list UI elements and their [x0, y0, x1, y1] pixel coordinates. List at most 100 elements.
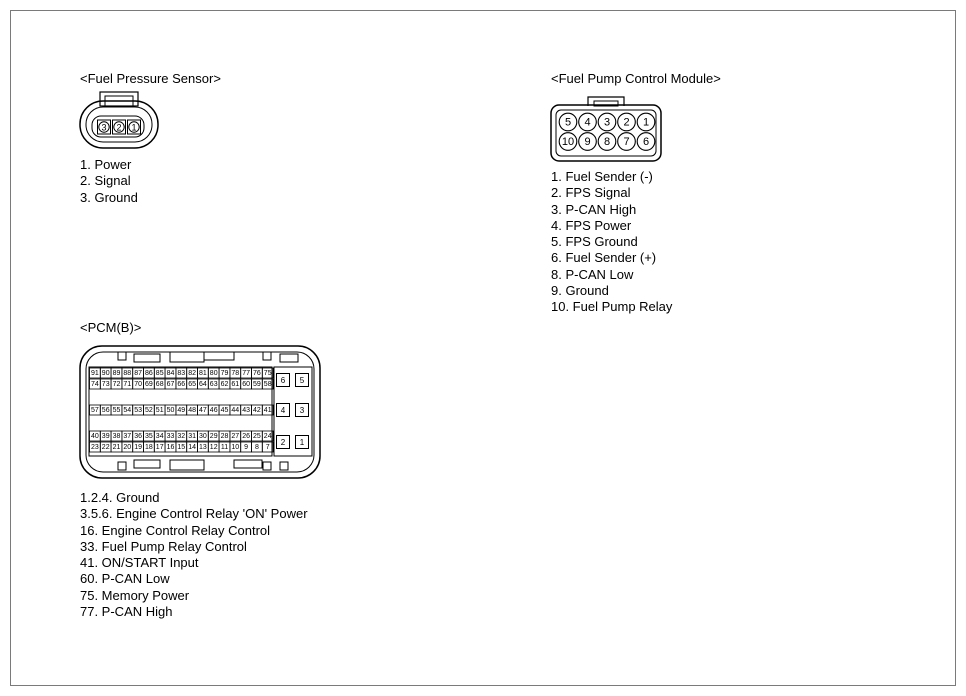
pin-number: 90 — [102, 370, 110, 377]
legend-item: 41. ON/START Input — [80, 555, 199, 571]
pin-number: 44 — [231, 407, 239, 414]
pin-number: 82 — [188, 370, 196, 377]
pin-number: 5 — [565, 117, 571, 129]
pcm-pin: 64 — [197, 378, 209, 390]
pin-number: 81 — [199, 370, 207, 377]
pcm-pin: 72 — [110, 378, 123, 390]
pin-number: 59 — [253, 381, 261, 388]
pin-number: 40 — [91, 433, 99, 440]
pin-number: 37 — [123, 433, 131, 440]
pin-number: 66 — [177, 381, 185, 388]
pcm-pin: 55 — [110, 404, 123, 416]
pcm-pin: 86 — [143, 367, 155, 379]
pcm-pin: 77 — [240, 367, 252, 379]
pin-number: 28 — [221, 433, 229, 440]
pcm-pin: 75 — [261, 367, 274, 379]
pin-number: 21 — [113, 444, 121, 451]
pin-number: 31 — [188, 433, 196, 440]
legend-item: 77. P-CAN High — [80, 604, 173, 620]
fuel-pressure-sensor-title: <Fuel Pressure Sensor> — [80, 71, 221, 86]
pcm-pin: 48 — [186, 404, 198, 416]
pcm-pin: 56 — [99, 404, 112, 416]
legend-item: 4. FPS Power — [551, 217, 632, 233]
pin-number: 41 — [264, 407, 272, 414]
fpcm-pin: 3 — [597, 112, 617, 132]
pin-number: 52 — [145, 407, 153, 414]
pin-number: 61 — [231, 381, 239, 388]
fpcm-pin: 6 — [636, 132, 656, 151]
pin-number: 8 — [604, 136, 610, 148]
legend-item: 16. Engine Control Relay Control — [80, 522, 271, 538]
legend-item: 5. FPS Ground — [551, 234, 638, 250]
pcm-pin: 27 — [229, 430, 242, 442]
pin-number: 50 — [167, 407, 175, 414]
pin-number: 8 — [255, 444, 259, 451]
pin-number: 80 — [210, 370, 218, 377]
pcm-pin: 47 — [197, 404, 209, 416]
pin-number: 15 — [177, 444, 185, 451]
pcm-pin: 13 — [197, 441, 209, 453]
pin-number: 30 — [199, 433, 207, 440]
pin-number: 46 — [210, 407, 218, 414]
pcm-pin: 58 — [261, 378, 274, 390]
pcm-pin: 18 — [143, 441, 155, 453]
pcm-pin: 68 — [153, 378, 166, 390]
pin-number: 83 — [177, 370, 185, 377]
pin-number: 38 — [113, 433, 121, 440]
pcm-power-pin: 5 — [295, 373, 309, 387]
pin-number: 73 — [102, 381, 110, 388]
legend-item: 3. P-CAN High — [551, 201, 637, 217]
pcm-pin: 9 — [240, 441, 252, 453]
pin-number: 2 — [623, 117, 629, 129]
pcm-pin: 76 — [251, 367, 263, 379]
pcm-power-pin: 1 — [295, 435, 309, 449]
fpcm-pin: 5 — [558, 112, 578, 132]
pin-number: 9 — [244, 444, 248, 451]
pcm-pin: 11 — [218, 441, 231, 453]
pcm-pin: 22 — [99, 441, 112, 453]
legend-item: 60. P-CAN Low — [80, 571, 170, 587]
legend-item: 1.2.4. Ground — [80, 490, 160, 505]
legend-item: 33. Fuel Pump Relay Control — [80, 538, 247, 554]
pcm-pin: 62 — [218, 378, 231, 390]
pin-number: 60 — [242, 381, 250, 388]
pin-number: 1 — [643, 117, 649, 129]
pin-number: 2 — [116, 123, 121, 133]
legend-item: 10. Fuel Pump Relay — [551, 299, 673, 315]
pin-number: 68 — [156, 381, 164, 388]
pin-number: 34 — [156, 433, 164, 440]
pin-number: 53 — [134, 407, 142, 414]
pcm-pin: 12 — [207, 441, 220, 453]
pcm-pin: 90 — [99, 367, 112, 379]
pin-number: 51 — [156, 407, 164, 414]
pcm-pin: 41 — [261, 404, 274, 416]
pin-number: 75 — [264, 370, 272, 377]
pin-number: 49 — [177, 407, 185, 414]
pcm-pin: 73 — [99, 378, 112, 390]
pin-number: 86 — [145, 370, 153, 377]
pcm-pin: 78 — [229, 367, 242, 379]
pin-number: 74 — [91, 381, 99, 388]
pcm-pin: 91 — [89, 367, 101, 379]
pin-number: 62 — [221, 381, 229, 388]
pcm-pin: 89 — [110, 367, 123, 379]
pin-number: 55 — [113, 407, 121, 414]
pcm-pin: 60 — [240, 378, 252, 390]
legend-item: 3.5.6. Engine Control Relay 'ON' Power — [80, 506, 308, 522]
pcm-pin: 59 — [251, 378, 263, 390]
pcm-pin: 31 — [186, 430, 198, 442]
pcm-pin: 28 — [218, 430, 231, 442]
pin-number: 1 — [300, 438, 305, 447]
pin-number: 27 — [231, 433, 239, 440]
pcm-pin: 85 — [153, 367, 166, 379]
pin-number: 13 — [199, 444, 207, 451]
pin-number: 63 — [210, 381, 218, 388]
pcm-pin: 24 — [261, 430, 274, 442]
pcm-pin: 35 — [143, 430, 155, 442]
pcm-pin: 36 — [132, 430, 144, 442]
pcm-pin: 69 — [143, 378, 155, 390]
pcm-pin: 40 — [89, 430, 101, 442]
pcm-pin: 44 — [229, 404, 242, 416]
pin-number: 78 — [231, 370, 239, 377]
